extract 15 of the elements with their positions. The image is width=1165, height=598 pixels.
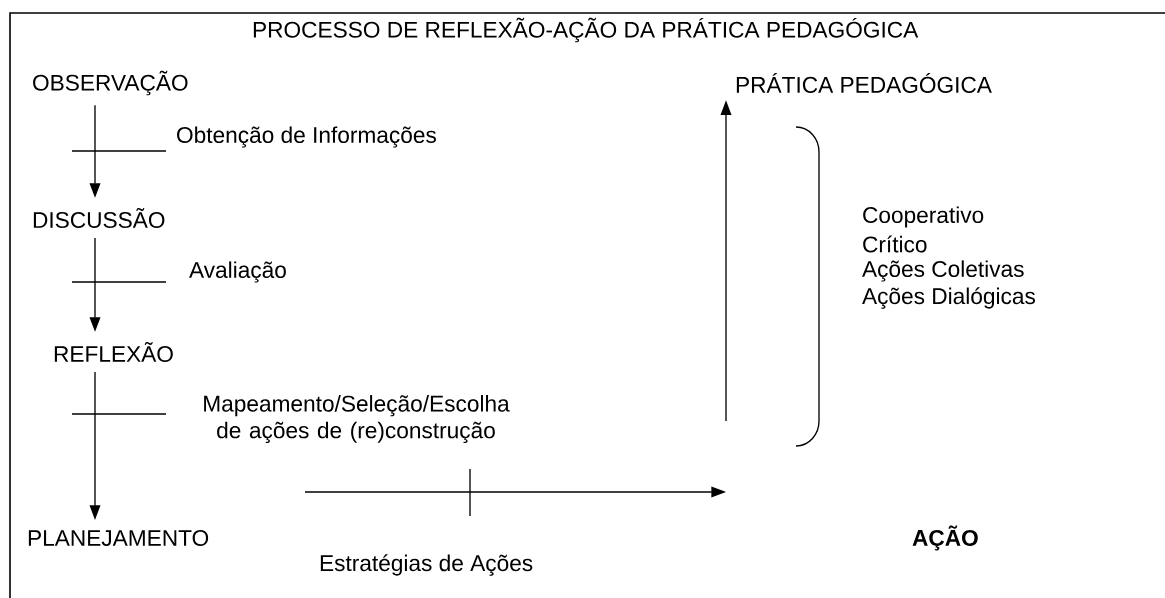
edge-label: Mapeamento/Seleção/Escolha de ações de (re)construção	[204, 395, 510, 443]
list-item: Ações Coletivas	[862, 260, 1024, 282]
stage-label: REFLEXÃO	[54, 341, 173, 363]
stage-label: PRÁTICA PEDAGÓGICA	[736, 73, 992, 93]
stage-label: DISCUSSÃO	[33, 207, 165, 229]
diagram-title: PROCESSO DE REFLEXÃO-AÇÃO DA PRÁTICA PEDAGÓGICA	[253, 17, 919, 43]
list-item: Crítico	[863, 235, 927, 253]
stage-label: OBSERVAÇÃO	[33, 70, 188, 96]
edge-label: Avaliação	[189, 261, 286, 283]
edge-label: Obtenção de Informações	[177, 126, 436, 148]
stage-label: PLANEJAMENTO	[28, 529, 209, 546]
caption-text: Estratégias de Ações	[320, 554, 533, 576]
stage-label: AÇÃO	[912, 525, 978, 551]
list-item: Cooperativo	[863, 206, 984, 228]
list-item: Ações Dialógicas	[862, 287, 1035, 309]
